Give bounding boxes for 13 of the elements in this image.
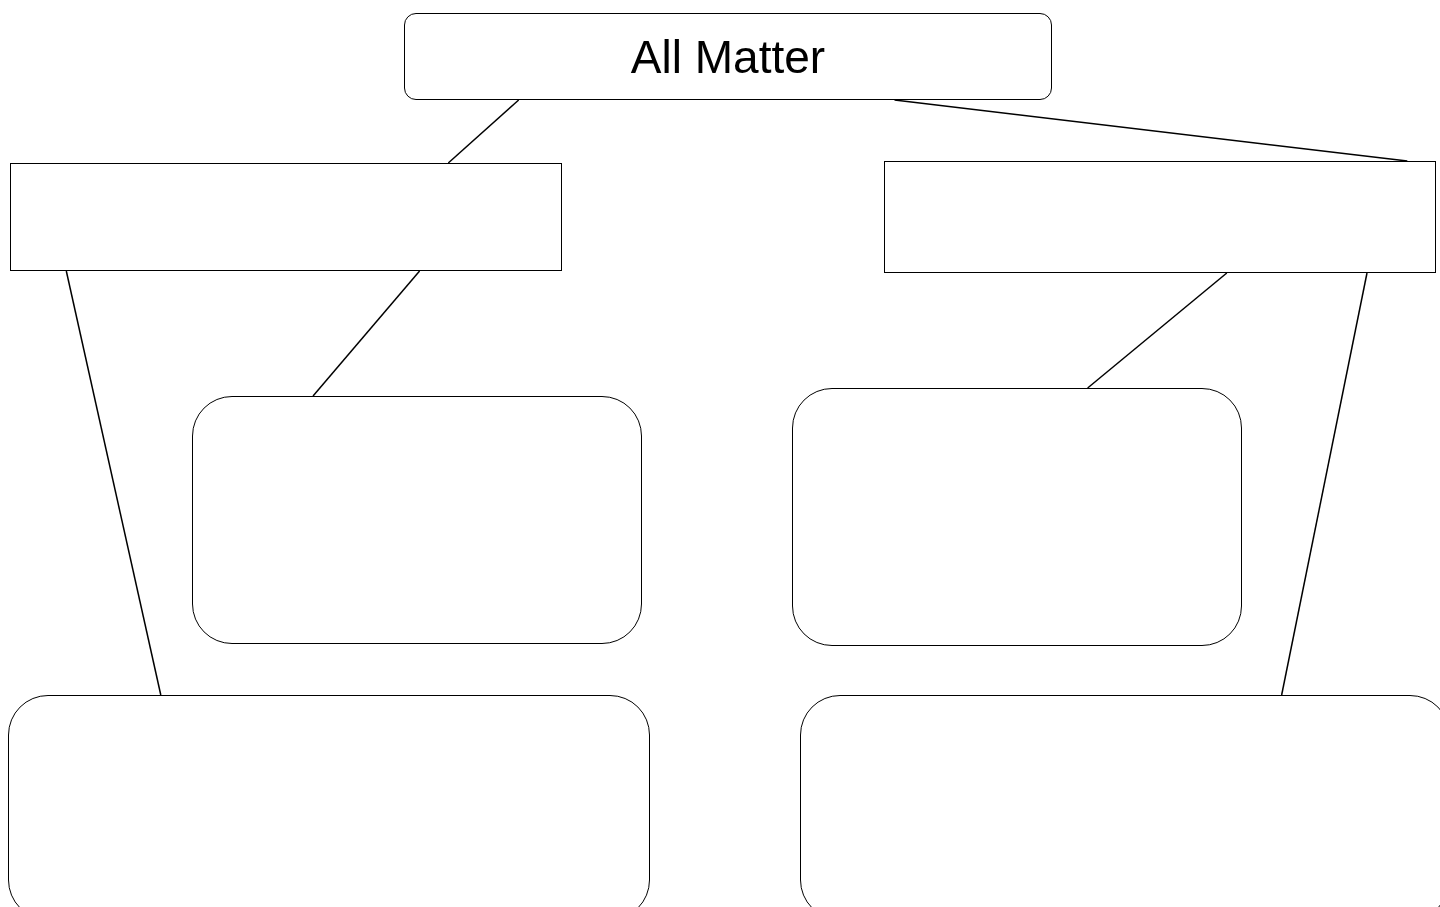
connector-line <box>65 270 162 696</box>
connector-line <box>1086 272 1228 389</box>
empty-rounded-box <box>8 695 650 907</box>
empty-box <box>10 163 562 271</box>
node-label: All Matter <box>630 29 826 84</box>
empty-rounded-box <box>192 396 642 644</box>
title-box <box>404 13 1052 100</box>
connector-line <box>312 270 421 397</box>
empty-rounded-box <box>792 388 1242 646</box>
empty-rounded-box <box>800 695 1440 907</box>
connector-line <box>1280 272 1368 696</box>
connector-line <box>447 99 520 164</box>
empty-box <box>884 161 1436 273</box>
